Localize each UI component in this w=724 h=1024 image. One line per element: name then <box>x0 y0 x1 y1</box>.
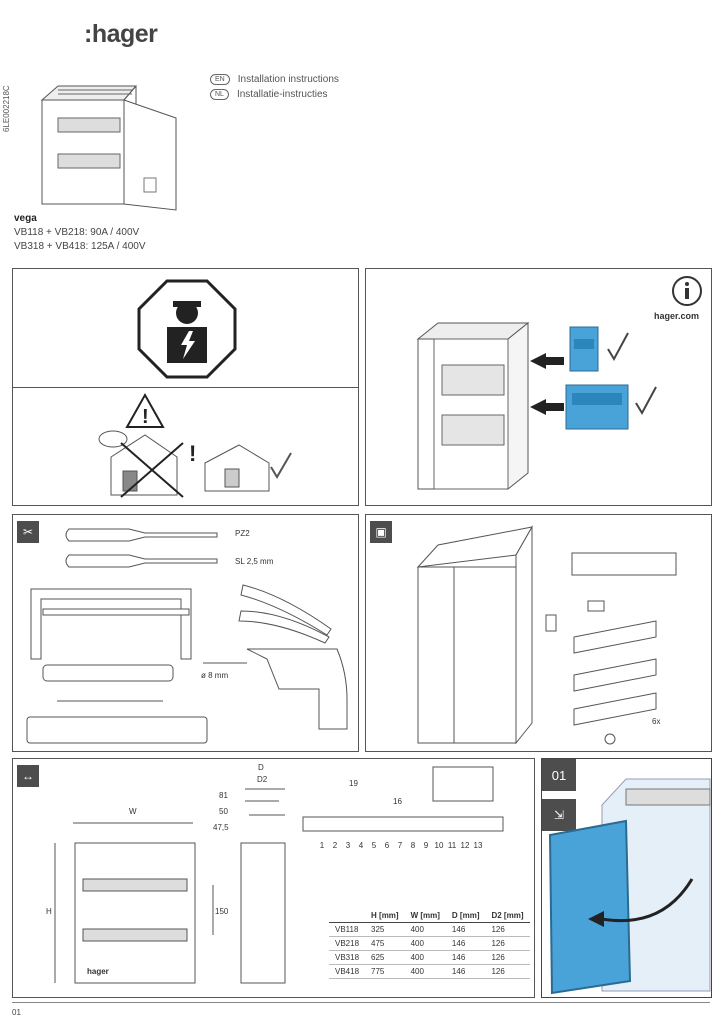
dim-81-label: 81 <box>219 791 228 800</box>
width-label: W <box>129 807 137 816</box>
step-number: 01 <box>542 759 576 791</box>
terminal-number: 7 <box>397 841 403 850</box>
table-cell: VB418 <box>329 964 366 979</box>
table-header: D [mm] <box>445 909 486 923</box>
screwdriver-sl-label: SL 2,5 mm <box>235 557 274 566</box>
table-cell: 400 <box>404 950 446 965</box>
step-01-panel: 01 ⇲ <box>541 758 712 998</box>
document-id: 6LE002218C <box>2 85 11 132</box>
terminal-number: 12 <box>460 841 470 850</box>
box-contents-illustration <box>416 525 677 745</box>
terminal-number: 3 <box>345 841 351 850</box>
table-cell: 775 <box>365 964 405 979</box>
terminal-number: 1 <box>319 841 325 850</box>
language-code: NL <box>210 89 229 100</box>
screws-count-label: 6x <box>652 717 661 726</box>
language-label: Installatie-instructies <box>236 89 328 100</box>
table-cell: 400 <box>404 936 446 951</box>
cabinet-open-illustration <box>40 85 177 211</box>
terminal-number: 6 <box>384 841 390 850</box>
table-cell: 146 <box>445 964 486 979</box>
table-cell: 325 <box>365 922 405 937</box>
product-spec-2: VB318 + VB418: 125A / 400V <box>14 241 146 252</box>
terminal-number: 5 <box>371 841 377 850</box>
box-contents-panel: ▣ 6x <box>365 514 712 752</box>
terminal-number: 10 <box>434 841 444 850</box>
table-header <box>329 909 366 923</box>
hager-logo: :hager <box>84 20 158 48</box>
no-live-work-illustration: ! ! <box>98 392 292 498</box>
dim-16-label: 16 <box>393 797 402 806</box>
table-cell: 146 <box>445 950 486 965</box>
drill-diameter-label: ø 8 mm <box>201 671 229 680</box>
table-cell: VB118 <box>329 922 366 937</box>
screwdriver-pz2-label: PZ2 <box>235 529 250 538</box>
product-name: vega <box>14 213 37 224</box>
website-label: hager.com <box>654 311 700 321</box>
terminal-number: 8 <box>410 841 416 850</box>
language-nl: NL Installatie-instructies <box>210 89 328 100</box>
dim-150-label: 150 <box>215 907 229 916</box>
ruler-icon: ↔ <box>17 765 39 787</box>
page-number: 01 <box>12 1008 21 1017</box>
dim-50-label: 50 <box>219 807 228 816</box>
door-removal-illustration <box>548 778 711 995</box>
table-cell: 400 <box>404 964 446 979</box>
language-code: EN <box>210 74 230 85</box>
height-label: H <box>46 907 52 916</box>
info-icon <box>672 276 702 306</box>
language-label: Installation instructions <box>237 74 339 85</box>
tools-panel: ✂ PZ2 SL 2,5 mm ø 8 mm <box>12 514 359 752</box>
table-cell: 625 <box>365 950 405 965</box>
table-header: D2 [mm] <box>485 909 530 923</box>
dim-47-5-label: 47,5 <box>213 823 229 832</box>
table-cell: 146 <box>445 922 486 937</box>
info-panel: hager.com <box>365 268 712 506</box>
terminal-number: 11 <box>447 841 457 850</box>
table-header: H [mm] <box>365 909 405 923</box>
module-install-illustration <box>416 321 657 491</box>
terminal-number: 13 <box>473 841 483 850</box>
table-cell: 146 <box>445 936 486 951</box>
safety-panel: ! ! <box>12 268 359 506</box>
table-cell: 400 <box>404 922 446 937</box>
depth2-label: D2 <box>257 775 268 784</box>
product-info: vega VB118 + VB218: 90A / 400V VB318 + V… <box>14 212 146 254</box>
table-cell: 126 <box>485 964 530 979</box>
box-open-icon: ▣ <box>370 521 392 543</box>
terminal-number: 9 <box>423 841 429 850</box>
door-remove-icon: ⇲ <box>542 799 576 831</box>
table-cell: VB318 <box>329 950 366 965</box>
table-cell: 126 <box>485 922 530 937</box>
mini-hager-logo: hager <box>87 967 109 976</box>
product-spec-1: VB118 + VB218: 90A / 400V <box>14 227 140 238</box>
table-cell: 126 <box>485 936 530 951</box>
svg-text:!: ! <box>142 406 149 428</box>
tools-icon: ✂ <box>17 521 39 543</box>
terminal-number: 2 <box>332 841 338 850</box>
terminal-number: 4 <box>358 841 364 850</box>
table-header: W [mm] <box>404 909 446 923</box>
depth-label: D <box>258 763 264 772</box>
table-cell: 475 <box>365 936 405 951</box>
dim-19-label: 19 <box>349 779 358 788</box>
footer-divider <box>12 1002 710 1003</box>
qualified-electrician-icon <box>137 279 237 379</box>
table-cell: VB218 <box>329 936 366 951</box>
svg-text:!: ! <box>189 441 196 466</box>
table-cell: 126 <box>485 950 530 965</box>
tools-illustration <box>26 528 348 744</box>
dimension-drawing <box>54 766 504 984</box>
language-en: EN Installation instructions <box>210 74 339 85</box>
